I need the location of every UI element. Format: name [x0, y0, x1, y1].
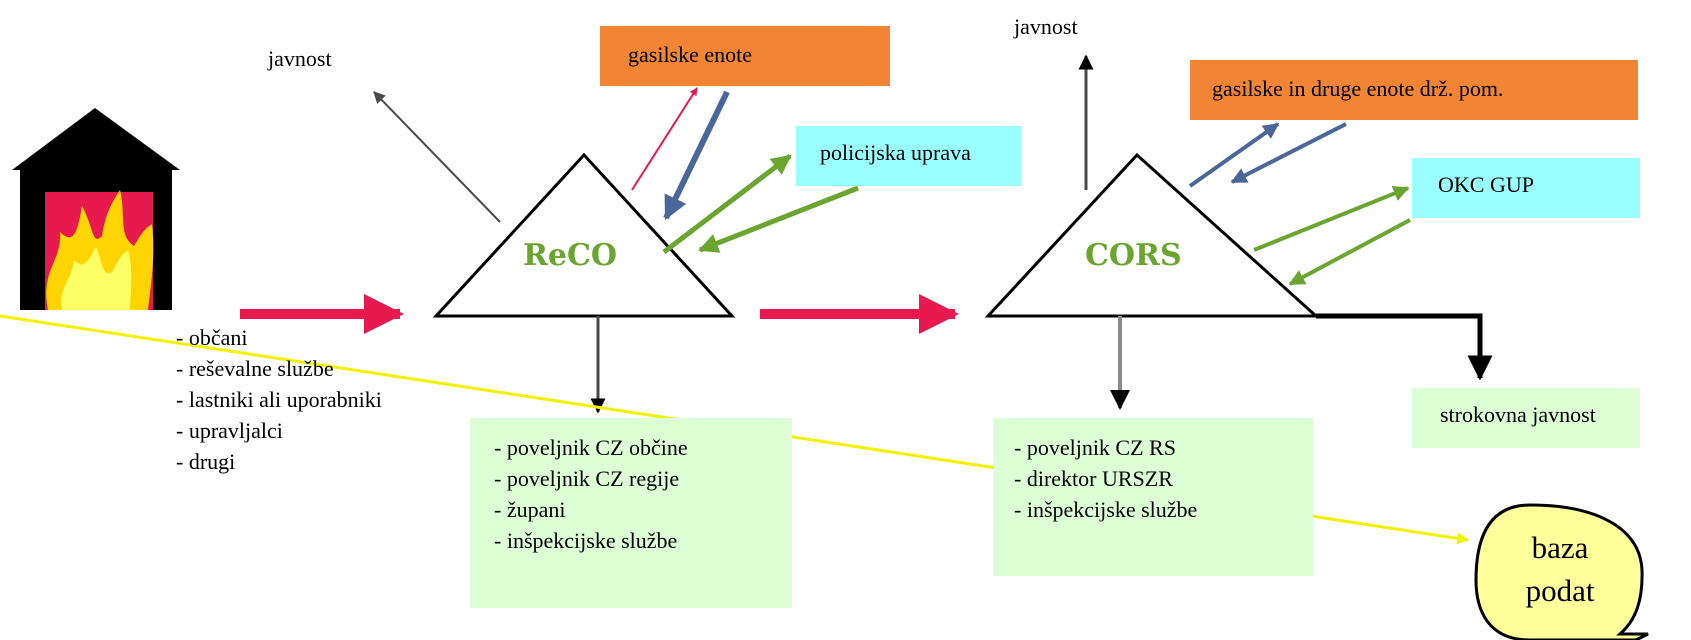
reco-police-box [796, 126, 1021, 186]
list-item: - lastniki ali uporabniki [176, 387, 382, 412]
reco-recipients-box [470, 418, 792, 608]
reco-police-label: policijska uprava [820, 140, 971, 165]
cors-fire-units-box [1190, 60, 1638, 120]
cors-recipients-box [993, 418, 1313, 576]
reco-fire-units-box [600, 26, 890, 86]
list-item: - reševalne službe [176, 356, 334, 381]
arrow-reco-to-public [373, 91, 501, 223]
list-item: - direktor URSZR [1014, 466, 1173, 491]
arrow-fire-units-to-reco [663, 90, 730, 221]
list-item: - poveljnik CZ RS [1014, 435, 1176, 460]
reco-triangle [432, 152, 736, 318]
arrow-reco-to-fire-units [631, 87, 698, 191]
list-item: - župani [494, 497, 566, 522]
list-item: - občani [176, 325, 248, 350]
burning-house-icon [12, 108, 180, 310]
reco-fire-units-label: gasilske enote [628, 42, 753, 67]
cors-triangle [984, 152, 1320, 318]
reco-recipients-list: - poveljnik CZ občine - poveljnik CZ reg… [494, 432, 688, 556]
reco-public-label: javnost [268, 46, 332, 71]
list-item: - upravljalci [176, 418, 283, 443]
cors-okc-label: OKC GUP [1438, 172, 1534, 197]
list-item: - drugi [176, 449, 236, 474]
arrow-cors-to-professional-public [1316, 313, 1493, 381]
professional-public-label: strokovna javnost [1440, 402, 1596, 427]
cors-fire-units-label: gasilske in druge enote drž. pom. [1212, 76, 1504, 101]
cors-recipients-list: - poveljnik CZ RS - direktor URSZR - inš… [1014, 432, 1197, 525]
cors-okc-box [1412, 158, 1640, 218]
arrow-fire-units-to-cors [1230, 122, 1347, 184]
database-bubble [1474, 503, 1649, 640]
database-label: baza podat [1525, 530, 1595, 608]
cors-public-label: javnost [1014, 14, 1078, 39]
list-item: - poveljnik CZ regije [494, 466, 680, 491]
arrow-reco-police-outgoing [662, 154, 792, 254]
arrow-okc-to-cors [1288, 218, 1411, 286]
arrow-cors-to-okc [1253, 185, 1410, 252]
professional-public-box [1412, 388, 1640, 448]
sources-list: - občani - reševalne službe - lastniki a… [176, 322, 382, 477]
list-item: - poveljnik CZ občine [494, 435, 688, 460]
list-item: - inšpekcijske službe [1014, 497, 1198, 522]
arrow-police-to-reco [698, 185, 859, 253]
arrow-cors-to-fire-units [1188, 122, 1280, 188]
list-item: - inšpekcijske službe [494, 528, 678, 553]
reco-title: ReCO [523, 238, 618, 273]
cors-title: CORS [1085, 238, 1182, 273]
